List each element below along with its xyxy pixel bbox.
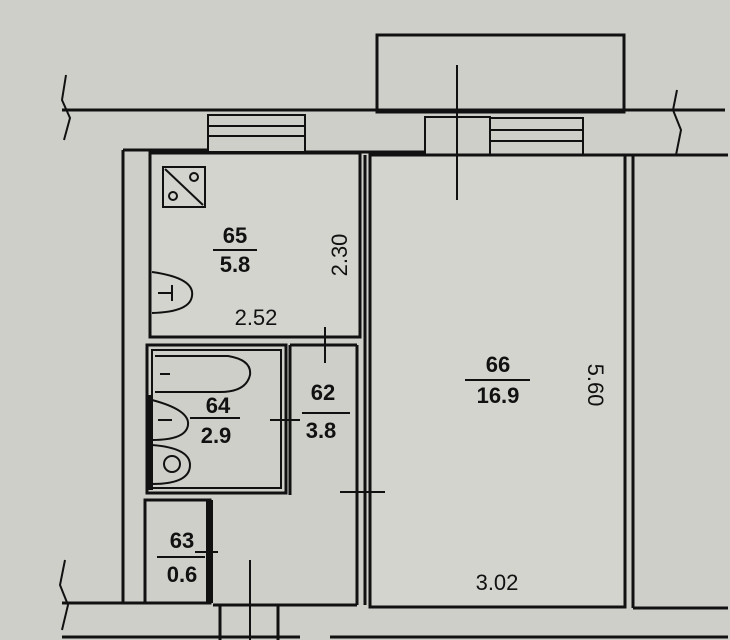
room-62-walls bbox=[213, 155, 367, 607]
wall-break-marks bbox=[60, 74, 683, 156]
left-wall bbox=[58, 150, 125, 631]
window-right bbox=[489, 117, 584, 156]
top-wall bbox=[62, 108, 728, 157]
right-wall bbox=[631, 155, 728, 610]
room-65-area-label: 5.8 bbox=[220, 252, 251, 277]
room-62-number: 62 bbox=[311, 380, 335, 405]
sink-icon bbox=[151, 271, 194, 314]
stove-icon bbox=[162, 166, 206, 208]
washbasin-icon bbox=[151, 399, 190, 441]
room-66-width-dimension: 3.02 bbox=[476, 570, 519, 595]
room-65-width-dimension: 2.52 bbox=[235, 305, 278, 330]
room-65-length-dimension: 2.30 bbox=[327, 234, 352, 277]
room-63-number: 63 bbox=[170, 528, 194, 553]
room-65-walls bbox=[148, 151, 362, 339]
window-left bbox=[207, 114, 306, 153]
bathtub-icon bbox=[155, 355, 252, 393]
room-63-area-label: 0.6 bbox=[167, 562, 198, 587]
balcony bbox=[375, 33, 626, 114]
room-65-number: 65 bbox=[223, 223, 247, 248]
room-66-walls bbox=[368, 153, 627, 609]
room-66-number: 66 bbox=[486, 352, 510, 377]
room-64-number: 64 bbox=[206, 393, 231, 418]
room-66-area-label: 16.9 bbox=[477, 383, 520, 408]
room-62-area-label: 3.8 bbox=[306, 418, 337, 443]
room-66-length-dimension: 5.60 bbox=[583, 364, 608, 407]
toilet-icon bbox=[148, 395, 192, 490]
room-64-area-label: 2.9 bbox=[201, 423, 232, 448]
entrance bbox=[218, 605, 280, 640]
bottom-wall bbox=[62, 601, 728, 639]
